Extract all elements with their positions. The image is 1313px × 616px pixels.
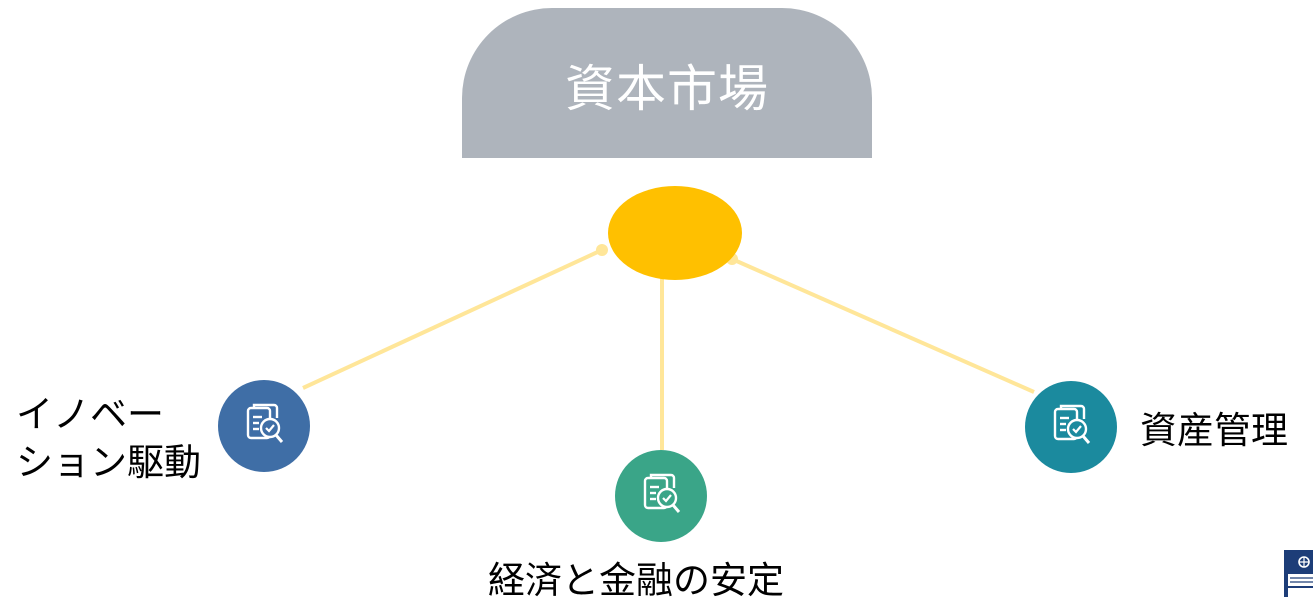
label-stability: 経済と金融の安定	[488, 559, 784, 602]
node-stability	[615, 450, 707, 542]
document-search-icon	[246, 403, 284, 443]
document-search-icon	[1053, 404, 1091, 444]
connector-left	[302, 248, 603, 390]
hub-circle	[608, 186, 742, 280]
institution-logo-icon	[1284, 550, 1313, 597]
label-innovation-line1: イノベー	[16, 393, 164, 436]
label-asset-management: 資産管理	[1140, 409, 1288, 452]
connector-left-end	[596, 244, 608, 256]
label-innovation-line2: ション駆動	[16, 441, 201, 484]
node-innovation	[218, 380, 310, 472]
connector-right	[731, 257, 1035, 394]
document-search-icon	[643, 473, 681, 513]
node-asset-management	[1025, 381, 1117, 473]
title-box: 資本市場	[462, 8, 872, 158]
diagram-title: 資本市場	[565, 60, 769, 118]
